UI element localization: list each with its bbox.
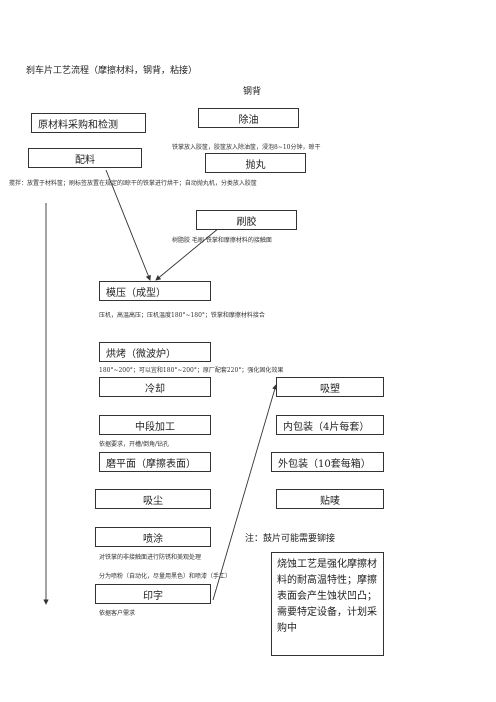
box-glue-brush: 刷胶: [196, 210, 297, 230]
page-title: 刹车片工艺流程（摩擦材料，钢背，粘接）: [26, 66, 198, 76]
box-raw-material: 原材料采购和检测: [31, 113, 146, 133]
note-baking: 180°~200°；可以宜和180°~200°；原厂配套220°；强化固化效果: [99, 367, 284, 374]
note-spraying-1: 对铁掌的非接触面进行防锈和美观处理: [99, 554, 202, 561]
box-baking: 烘烤（微波炉）: [99, 342, 211, 362]
note-machining: 依据要求，开槽/倒角/钻孔: [99, 441, 170, 448]
backplate-heading: 钢背: [243, 87, 262, 97]
box-dust: 吸尘: [95, 489, 211, 509]
box-degrease: 除油: [198, 108, 299, 128]
arrow-printing-to-plastic-wrap: [212, 384, 278, 601]
box-inner-pack: 内包装（4片每套）: [276, 415, 384, 435]
side-note-ablation: 烧蚀工艺是强化摩擦材料的耐高温特性；摩擦表面会产生蚀状凹凸；需要特定设备，计划采…: [271, 552, 384, 656]
box-molding: 模压（成型）: [99, 281, 211, 301]
box-shot-blast: 抛丸: [205, 153, 306, 173]
note-rivet: 注：鼓片可能需要铆接: [245, 534, 336, 544]
note-printing: 依据客户需求: [99, 610, 136, 617]
box-plastic-wrap: 吸塑: [276, 377, 384, 397]
box-cooling: 冷却: [99, 377, 211, 397]
note-glue: 树脂胶 毛刷 铁掌和摩擦材料的接触面: [172, 237, 272, 244]
note-batching: 搅拌：放置于材料筐；刷标签放置在规定的l晾干的铁掌进行烘干；自动抛丸机，分类放入…: [9, 180, 257, 187]
note-degrease: 铁掌放入胶筐，胶筐放入除油筐，浸泡8~10分钟，晾干: [172, 144, 321, 151]
arrow-glue-to-molding: [155, 227, 220, 281]
box-grinding: 磨平面（摩擦表面）: [99, 452, 211, 472]
note-spraying-2: 分为喷粉（自动化，尽量用黑色）和喷漆（手工）: [99, 573, 232, 580]
box-batching: 配料: [28, 148, 142, 168]
box-outer-pack: 外包装（10套每箱）: [271, 452, 384, 472]
box-sticker: 贴唛: [276, 489, 384, 509]
box-spraying: 喷涂: [95, 527, 211, 547]
box-mid-machining: 中段加工: [99, 415, 211, 435]
note-molding: 压机，高温高压；压机温度180°~180°；铁掌和摩擦材料接合: [99, 312, 265, 319]
box-printing: 印字: [95, 584, 211, 604]
arrow-batching-to-molding: [105, 169, 151, 281]
